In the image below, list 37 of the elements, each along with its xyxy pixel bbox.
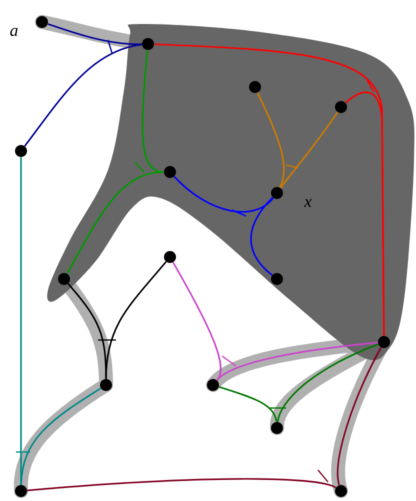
connector <box>345 92 385 336</box>
vertex-dot <box>249 81 261 93</box>
vertex-dot <box>207 379 219 391</box>
vertex-label: a <box>10 28 18 36</box>
connector <box>276 343 378 422</box>
vertex-dot <box>58 273 70 285</box>
vertex-dot <box>378 336 390 348</box>
connector <box>218 386 278 422</box>
connector <box>174 176 274 213</box>
connector <box>20 388 102 485</box>
vertex-dot <box>36 16 48 28</box>
vertex-dot <box>15 145 27 157</box>
connector <box>66 171 164 274</box>
vertex-dot <box>271 422 283 434</box>
vertex-dot <box>335 101 347 113</box>
vertex-dot <box>335 485 347 497</box>
vertex-label: x <box>304 199 312 207</box>
vertex-dot <box>142 38 154 50</box>
connector <box>250 196 274 276</box>
vertex-dot <box>100 379 112 391</box>
connector <box>67 283 107 379</box>
connector <box>142 50 164 173</box>
connector <box>105 261 167 379</box>
connector <box>20 157 22 485</box>
connector <box>24 44 142 147</box>
connector <box>336 347 382 486</box>
connector <box>48 23 142 45</box>
vertex-dot <box>271 187 283 199</box>
vertex-dot <box>15 485 27 497</box>
vertex-dot <box>271 273 283 285</box>
connector <box>172 262 222 381</box>
vertex-dot <box>164 251 176 263</box>
connector <box>27 478 336 492</box>
connector <box>216 342 378 381</box>
connector <box>280 112 338 188</box>
vertex-dot <box>164 166 176 178</box>
connector <box>256 92 285 188</box>
